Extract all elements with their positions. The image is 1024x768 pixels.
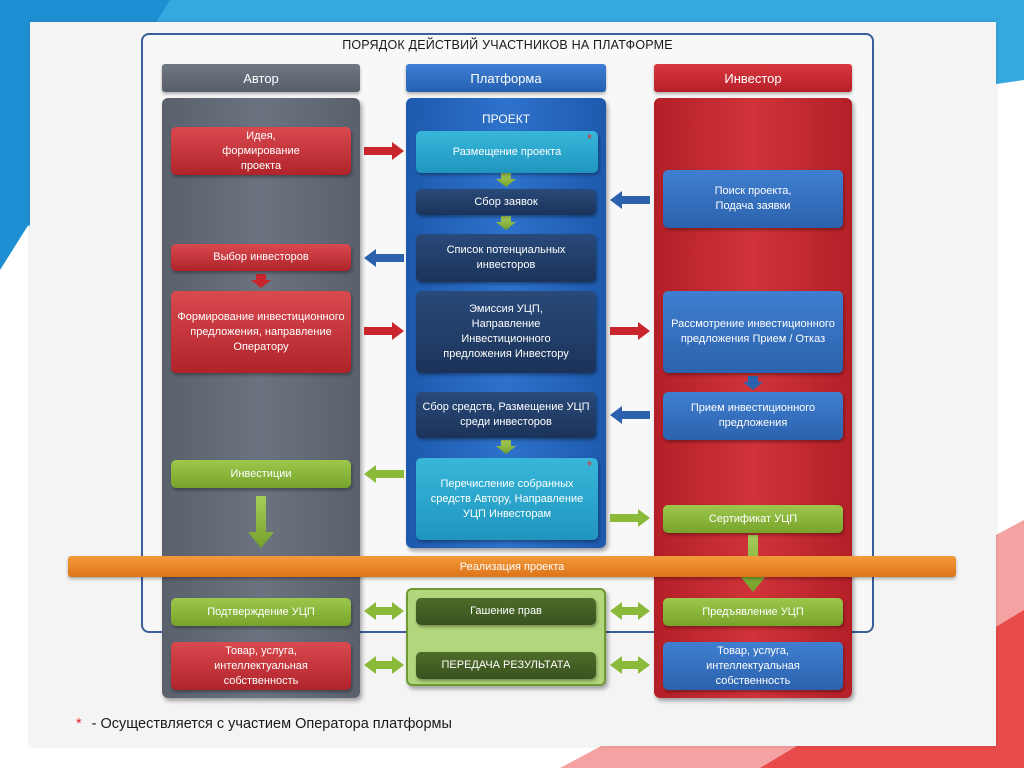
operator-star: *	[586, 131, 592, 146]
double-arrow-confirm	[364, 602, 404, 620]
project-label: ПРОЕКТ	[482, 112, 531, 126]
step-search: Поиск проекта, Подача заявки	[663, 170, 843, 228]
arrow-transfer-to-certificate	[610, 509, 650, 527]
step-author-goods: Товар, услуга, интеллектуальная собствен…	[171, 642, 351, 690]
step-idea: Идея, формирование проекта	[171, 127, 351, 175]
step-investments: Инвестиции	[171, 460, 351, 488]
step-placement: Размещение проекта *	[416, 131, 598, 173]
operator-star: *	[586, 458, 592, 473]
arrow-search-to-bids	[610, 191, 650, 209]
double-arrow-goods-investor	[610, 656, 650, 674]
transfer-label: Перечисление собранных средств Автору, Н…	[430, 477, 584, 520]
step-transfer: Перечисление собранных средств Автору, Н…	[416, 458, 598, 540]
step-cancel-rights: Гашение прав	[416, 598, 596, 625]
arrow-idea-to-placement	[364, 142, 404, 160]
step-review: Рассмотрение инвестиционного предложения…	[663, 291, 843, 373]
double-arrow-goods-author	[364, 656, 404, 674]
arrow-emission-to-review	[610, 322, 650, 340]
footnote: * - Осуществляется с участием Оператора п…	[76, 716, 452, 732]
footnote-star: *	[76, 716, 82, 732]
step-emission: Эмиссия УЦП, Направление Инвестиционного…	[416, 291, 596, 373]
step-collect-bids: Сбор заявок	[416, 189, 596, 215]
investor-column-header: Инвестор	[654, 64, 852, 92]
arrow-choose-to-form	[251, 274, 271, 288]
step-collect-funds: Сбор средств, Размещение УЦП среди инвес…	[416, 392, 596, 438]
arrow-investments-down	[248, 496, 274, 548]
step-choose-investors: Выбор инвесторов	[171, 244, 351, 271]
step-accept: Прием инвестиционного предложения	[663, 392, 843, 440]
double-arrow-present	[610, 602, 650, 620]
step-investor-goods: Товар, услуга, интеллектуальная собствен…	[663, 642, 843, 690]
author-column-header: Автор	[162, 64, 360, 92]
arrow-transfer-to-investments	[364, 465, 404, 483]
project-realization-band: Реализация проекта	[68, 556, 956, 577]
page-title: ПОРЯДОК ДЕЙСТВИЙ УЧАСТНИКОВ НА ПЛАТФОРМЕ	[342, 38, 673, 52]
step-confirm-ucp: Подтверждение УЦП	[171, 598, 351, 626]
placement-label: Размещение проекта	[452, 145, 562, 158]
step-present-ucp: Предъявление УЦП	[663, 598, 843, 626]
step-investor-list: Список потенциальных инвесторов	[416, 234, 596, 282]
step-transfer-result: ПЕРЕДАЧА РЕЗУЛЬТАТА	[416, 652, 596, 679]
step-certificate: Сертификат УЦП	[663, 505, 843, 533]
arrow-offer-to-emission	[364, 322, 404, 340]
arrow-list-to-choose	[364, 249, 404, 267]
platform-column-header: Платформа	[406, 64, 606, 92]
step-form-offer: Формирование инвестиционного предложения…	[171, 291, 351, 373]
arrow-accept-to-funds	[610, 406, 650, 424]
arrow-review-to-accept	[743, 376, 763, 390]
footnote-text: - Осуществляется с участием Оператора пл…	[91, 716, 452, 732]
